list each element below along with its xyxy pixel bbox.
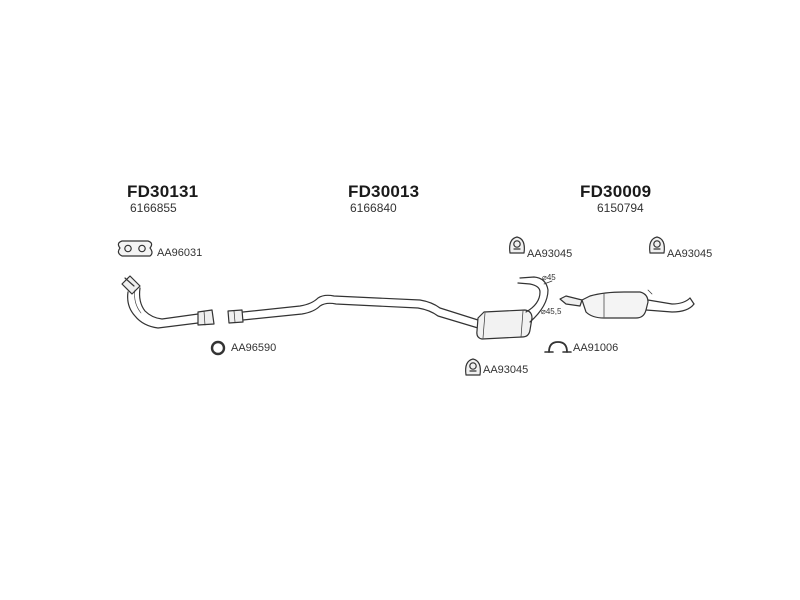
oem-number-middle-section: 6166840 [350, 201, 397, 215]
clamp-icon [544, 341, 572, 353]
rubber-hanger-icon-rear-1 [509, 236, 525, 254]
ring-icon [210, 340, 226, 356]
gasket-label: AA96031 [157, 247, 203, 259]
part-code-rear-silencer: FD30009 [580, 182, 652, 201]
rubber-hanger-icon-mid [465, 358, 481, 376]
rear-silencer-part [559, 289, 695, 319]
rubber-hanger-icon-rear-2 [649, 236, 665, 254]
part-code-middle-section: FD30013 [348, 182, 420, 201]
front-pipe-part [121, 275, 215, 329]
hanger-label-rear-2: AA93045 [667, 248, 713, 260]
part-code-front-pipe: FD30131 [127, 182, 199, 201]
hanger-label-mid: AA93045 [483, 364, 529, 376]
gasket-icon [117, 240, 153, 257]
middle-section-part [227, 276, 553, 340]
ring-label: AA96590 [231, 342, 277, 354]
oem-number-front-pipe: 6166855 [130, 201, 177, 215]
diameter-label-upper: ⌀45 [542, 273, 556, 282]
diameter-label-lower: ⌀45,5 [541, 307, 562, 316]
oem-number-rear-silencer: 6150794 [597, 201, 644, 215]
clamp-label: AA91006 [573, 342, 619, 354]
hanger-label-rear-1: AA93045 [527, 248, 573, 260]
